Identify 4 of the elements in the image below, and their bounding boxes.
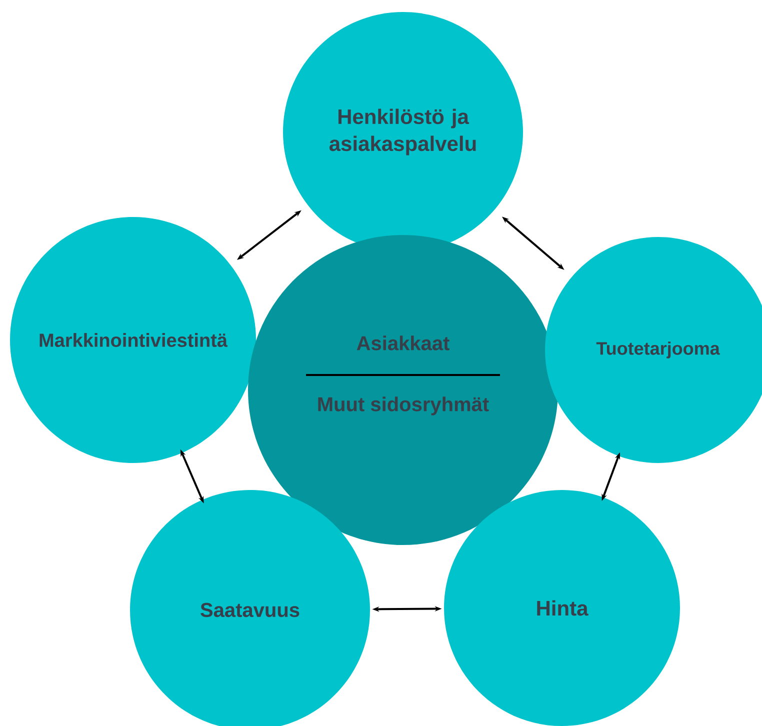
circle-node: Asiakkaat Muut sidosryhmät — [248, 235, 558, 545]
circle-node: Henkilöstö ja asiakaspalvelu — [283, 12, 523, 252]
circle-node: Markkinointiviestintä — [10, 217, 256, 463]
circle-node: Hinta — [444, 490, 680, 726]
